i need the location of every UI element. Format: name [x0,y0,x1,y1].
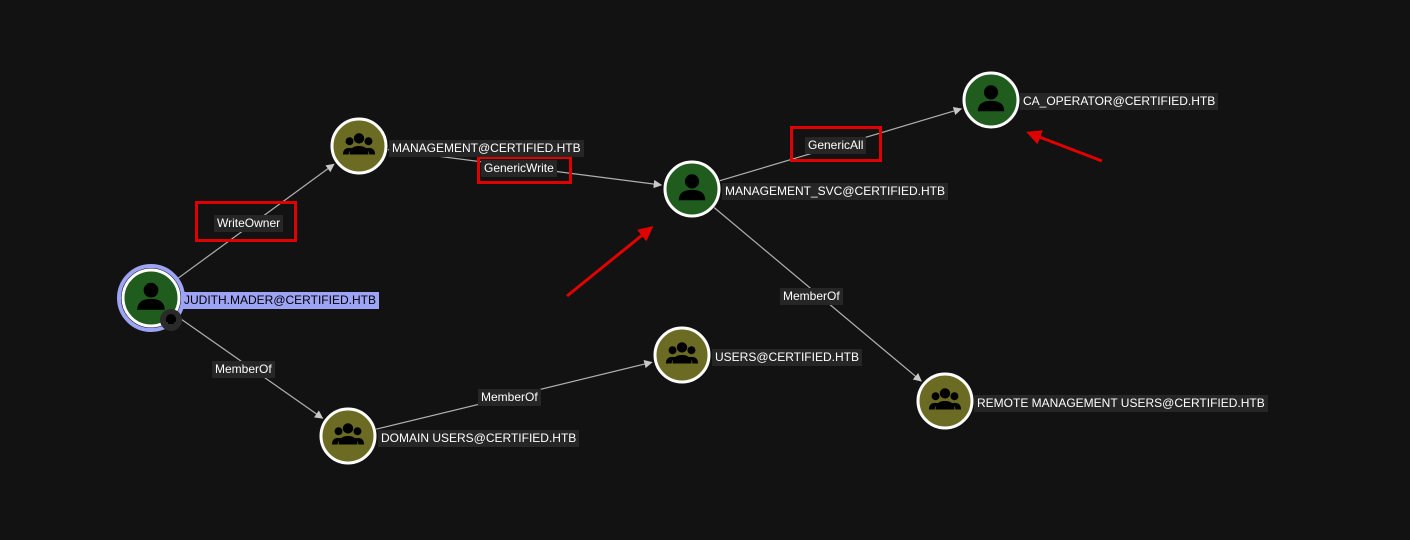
node-label-domain-users[interactable]: DOMAIN USERS@CERTIFIED.HTB [378,430,580,447]
skull-glyph [166,314,176,324]
node-users[interactable] [653,326,711,384]
edge-label-memberof[interactable]: MemberOf [478,389,541,406]
node-management-svc[interactable] [663,160,721,218]
edge-label-memberof[interactable]: MemberOf [212,361,275,378]
node-circle[interactable] [663,160,721,218]
node-remote-mgmt[interactable] [916,372,974,430]
node-ca-operator[interactable] [962,71,1020,129]
edge-label-genericall[interactable]: GenericAll [805,137,867,154]
edge-label-genericwrite[interactable]: GenericWrite [481,160,557,177]
node-label-judith[interactable]: JUDITH.MADER@CERTIFIED.HTB [181,292,379,309]
highlight-box-genericall [790,126,882,162]
node-circle[interactable] [962,71,1020,129]
edge-label-writeowner[interactable]: WriteOwner [214,215,284,232]
edge-label-memberof[interactable]: MemberOf [780,288,843,305]
node-management[interactable] [330,117,388,175]
node-domain-users[interactable] [319,407,377,465]
node-label-ca-operator[interactable]: CA_OPERATOR@CERTIFIED.HTB [1020,93,1219,110]
annotation-arrow-to-management-svc [566,226,654,298]
annotation-arrow-to-ca-operator [1026,130,1103,163]
node-label-users[interactable]: USERS@CERTIFIED.HTB [712,349,862,366]
node-label-management[interactable]: MANAGEMENT@CERTIFIED.HTB [389,140,584,157]
highlight-box-genericwrite [477,156,572,184]
node-label-remote-mgmt[interactable]: REMOTE MANAGEMENT USERS@CERTIFIED.HTB [974,395,1268,412]
node-judith[interactable] [117,264,185,332]
node-label-management-svc[interactable]: MANAGEMENT_SVC@CERTIFIED.HTB [722,183,948,200]
highlight-box-writeowner [195,201,297,242]
